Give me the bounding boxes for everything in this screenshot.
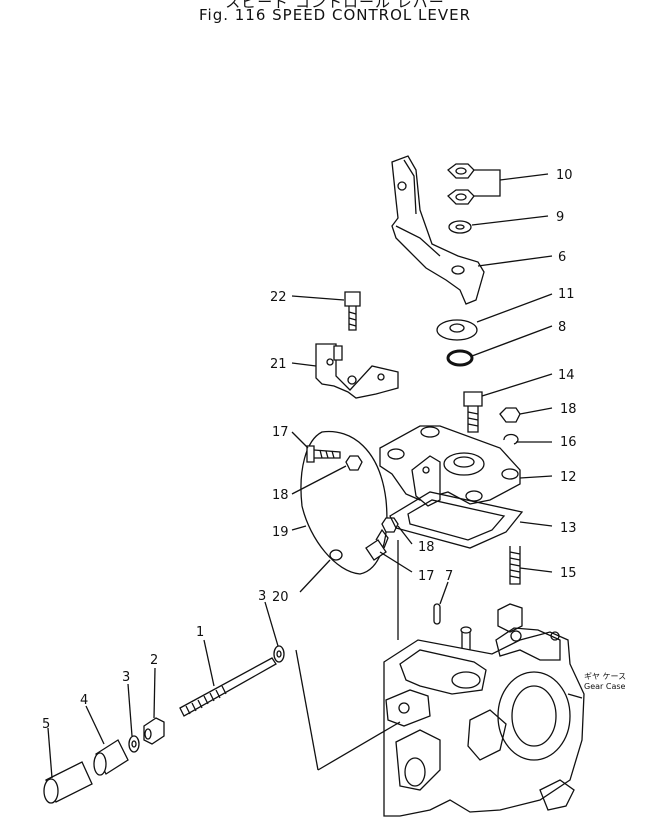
callout-1: 1 (196, 625, 204, 640)
callout-15: 15 (560, 566, 577, 581)
bolt (463, 391, 483, 433)
bracket (315, 343, 399, 399)
callout-5: 5 (42, 717, 50, 732)
stud (509, 546, 521, 585)
callout-16: 16 (560, 435, 577, 450)
o-ring (446, 349, 474, 367)
nut (499, 407, 521, 423)
washer (273, 645, 285, 663)
callout-18-nut: 18 (560, 402, 577, 417)
callout-10: 10 (556, 168, 573, 183)
callout-7: 7 (445, 569, 453, 584)
bush (329, 549, 343, 561)
leader-lines (47, 169, 583, 779)
nut-pair (447, 163, 475, 205)
callout-21: 21 (270, 357, 287, 372)
callout-20: 20 (272, 590, 289, 605)
cap (93, 739, 129, 776)
callout-22: 22 (270, 290, 287, 305)
bolt (306, 445, 341, 463)
washer (128, 735, 140, 753)
callout-14: 14 (558, 368, 575, 383)
speed-control-lever (391, 155, 485, 305)
pin (433, 603, 441, 625)
washer (448, 220, 472, 234)
callout-labels: 10 9 6 11 8 22 21 14 18 16 17 12 18 19 1… (42, 168, 626, 732)
callout-4: 4 (80, 693, 88, 708)
callout-17-stud: 17 (418, 569, 435, 584)
callout-18-left: 18 (272, 488, 289, 503)
bolt (344, 291, 361, 331)
callout-2: 2 (150, 653, 158, 668)
nut (381, 517, 399, 533)
nut (345, 455, 363, 471)
housing (379, 425, 521, 507)
gear-case-label-japanese: ギヤ ケース (584, 672, 626, 681)
callout-19: 19 (272, 525, 289, 540)
figure-title-japanese: スピード コントロール レバー (225, 0, 445, 11)
cover-plate (300, 430, 388, 575)
speed-adjust-shaft (179, 657, 277, 717)
callout-3-right: 3 (258, 589, 266, 604)
callout-11: 11 (558, 287, 575, 302)
nut (143, 717, 165, 745)
stud (365, 528, 389, 561)
callout-9: 9 (556, 210, 564, 225)
callout-13: 13 (560, 521, 577, 536)
figure-title: Fig. 116 SPEED CONTROL LEVER (198, 6, 471, 24)
callout-8: 8 (558, 320, 566, 335)
callout-12: 12 (560, 470, 577, 485)
lock-washer (503, 433, 519, 445)
thick-washer (436, 319, 478, 341)
gasket (389, 491, 524, 549)
callout-17-bolt: 17 (272, 425, 289, 440)
gear-case-label: Gear Case (584, 682, 626, 691)
gear-case (383, 603, 585, 817)
callout-18-lower: 18 (418, 540, 435, 555)
callout-3-left: 3 (122, 670, 130, 685)
callout-6: 6 (558, 250, 566, 265)
cover-cap (43, 761, 93, 804)
